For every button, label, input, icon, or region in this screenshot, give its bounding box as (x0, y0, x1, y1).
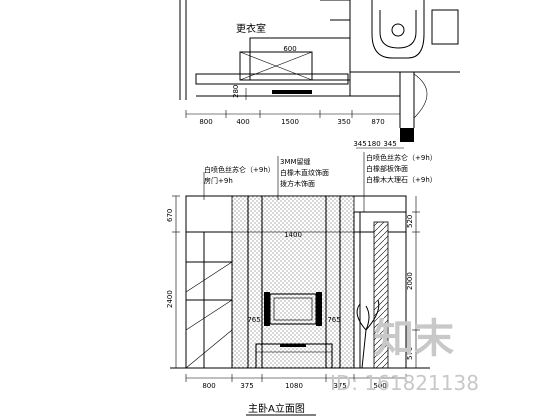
plan-dim-2: 400 (236, 118, 249, 126)
center-dim: 1400 (284, 231, 302, 239)
left-dim-1: 670 (166, 209, 174, 222)
right-dim-2: 2000 (406, 272, 414, 290)
elev-top-dim-2: 180 (367, 140, 380, 148)
note-center-2: 白橡木直纹饰面 (280, 168, 329, 177)
watermark-logo: 知末 (374, 316, 454, 362)
elevation (170, 195, 430, 369)
left-dim-2: 2400 (166, 290, 174, 308)
watermark-id: ID: 161821138 (330, 371, 479, 395)
bottom-dim-3: 1080 (285, 382, 303, 390)
inner-dim-right: 765 (327, 316, 340, 324)
elev-top-dim-1: 345 (353, 140, 366, 148)
elev-top-dim-3: 345 (383, 140, 396, 148)
right-dim-1: 520 (406, 215, 414, 228)
drawing-title: 主卧A立面图 (248, 402, 305, 415)
bottom-dim-4: 375 (333, 382, 346, 390)
note-left-2: 房门+9h (204, 176, 233, 185)
note-left-1: 白喷色丝苏仑（+9h） (204, 165, 275, 174)
room-label: 更衣室 (236, 22, 266, 35)
plan-dim-top: 600 (283, 45, 296, 53)
bottom-dim-2: 375 (240, 382, 253, 390)
inner-dim-left: 765 (247, 316, 260, 324)
bottom-dim-1: 800 (202, 382, 215, 390)
note-center-3: 拨方木饰面 (280, 179, 315, 188)
plan-dim-3: 1500 (281, 118, 299, 126)
plan-dim-4: 350 (337, 118, 350, 126)
note-right-2: 白橡部板饰面 (366, 164, 408, 173)
note-center-1: 3MM留缝 (280, 157, 311, 166)
note-right-1: 白喷色丝苏仑（+9h） (366, 153, 437, 162)
note-right-3: 白橡木大理石（+9h） (366, 175, 437, 184)
plan-dim-1: 800 (199, 118, 212, 126)
bottom-dim-5: 500 (373, 382, 386, 390)
floor-plan (179, 0, 460, 142)
plan-dim-5: 870 (371, 118, 384, 126)
right-dim-3: 570 (406, 347, 414, 360)
plan-dim-side: 280 (232, 85, 240, 98)
